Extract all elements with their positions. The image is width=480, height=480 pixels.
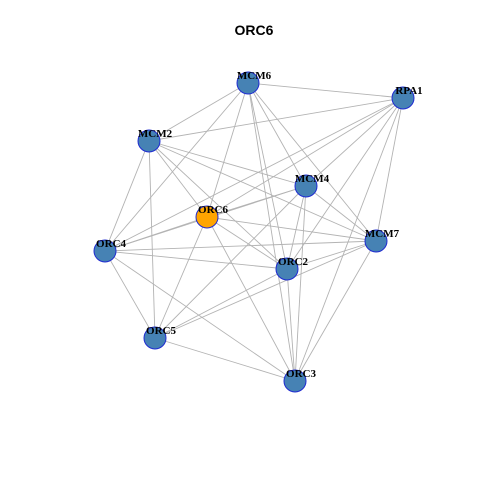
node-label-orc4: ORC4	[96, 238, 126, 250]
node-label-orc6: ORC6	[198, 204, 228, 216]
edge-mcm6-orc3	[247, 82, 296, 382]
edge-mcm4-orc2	[286, 185, 307, 270]
edge-mcm4-orc3	[294, 185, 307, 382]
node-mcm4[interactable]	[294, 174, 318, 198]
edge-mcm2-mcm7	[148, 140, 377, 242]
edge-mcm6-orc2	[247, 82, 288, 270]
node-label-orc5: ORC5	[146, 325, 176, 337]
edge-rpa1-mcm4	[305, 97, 404, 187]
edge-mcm6-mcm4	[247, 82, 307, 187]
edge-rpa1-orc4	[104, 97, 404, 252]
edge-orc5-orc3	[154, 337, 296, 382]
edge-rpa1-mcm2	[148, 97, 404, 142]
edge-orc4-orc3	[104, 250, 296, 382]
node-label-rpa1: RPA1	[395, 85, 422, 97]
node-orc3[interactable]	[283, 369, 307, 393]
node-label-mcm7: MCM7	[365, 228, 400, 240]
node-orc2[interactable]	[275, 257, 299, 281]
edge-orc4-orc5	[104, 250, 156, 339]
edge-orc2-orc5	[154, 268, 288, 339]
node-orc4[interactable]	[93, 239, 117, 263]
node-mcm2[interactable]	[137, 129, 161, 153]
edge-layer	[104, 82, 404, 382]
edge-mcm2-orc5	[148, 140, 156, 339]
diagram-title: ORC6	[235, 22, 274, 38]
node-label-mcm6: MCM6	[237, 70, 272, 82]
edge-orc6-orc2	[206, 216, 288, 270]
node-rpa1[interactable]	[391, 86, 415, 110]
node-orc6[interactable]	[195, 205, 219, 229]
node-layer	[93, 71, 415, 393]
node-orc5[interactable]	[143, 326, 167, 350]
edge-mcm4-mcm7	[305, 185, 377, 242]
edge-mcm2-mcm4	[148, 140, 307, 187]
edge-rpa1-orc3	[294, 97, 404, 382]
edge-rpa1-orc2	[286, 97, 404, 270]
edge-orc2-orc3	[286, 268, 296, 382]
edge-orc4-orc2	[104, 250, 288, 270]
node-label-orc3: ORC3	[286, 368, 316, 380]
node-mcm6[interactable]	[236, 71, 260, 95]
node-mcm7[interactable]	[364, 229, 388, 253]
edge-mcm6-rpa1	[247, 82, 404, 99]
edge-orc6-orc5	[154, 216, 208, 339]
edge-mcm2-orc4	[104, 140, 150, 252]
edge-mcm6-mcm2	[148, 82, 249, 142]
edge-rpa1-orc6	[206, 97, 404, 218]
edge-mcm7-orc5	[154, 240, 377, 339]
edge-mcm2-orc6	[148, 140, 208, 218]
edge-mcm2-orc2	[148, 140, 288, 270]
edge-mcm7-orc3	[294, 240, 377, 382]
edge-orc6-mcm7	[206, 216, 377, 242]
edge-mcm4-orc5	[154, 185, 307, 339]
edge-mcm6-mcm7	[247, 82, 377, 242]
edge-rpa1-mcm7	[375, 97, 404, 242]
edge-orc6-orc4	[104, 216, 208, 252]
node-label-mcm2: MCM2	[138, 128, 173, 140]
node-label-mcm4: MCM4	[295, 173, 330, 185]
edge-mcm7-orc2	[286, 240, 377, 270]
edge-orc4-mcm7	[104, 240, 377, 252]
node-label-orc2: ORC2	[278, 256, 308, 268]
edge-orc6-orc3	[206, 216, 296, 382]
